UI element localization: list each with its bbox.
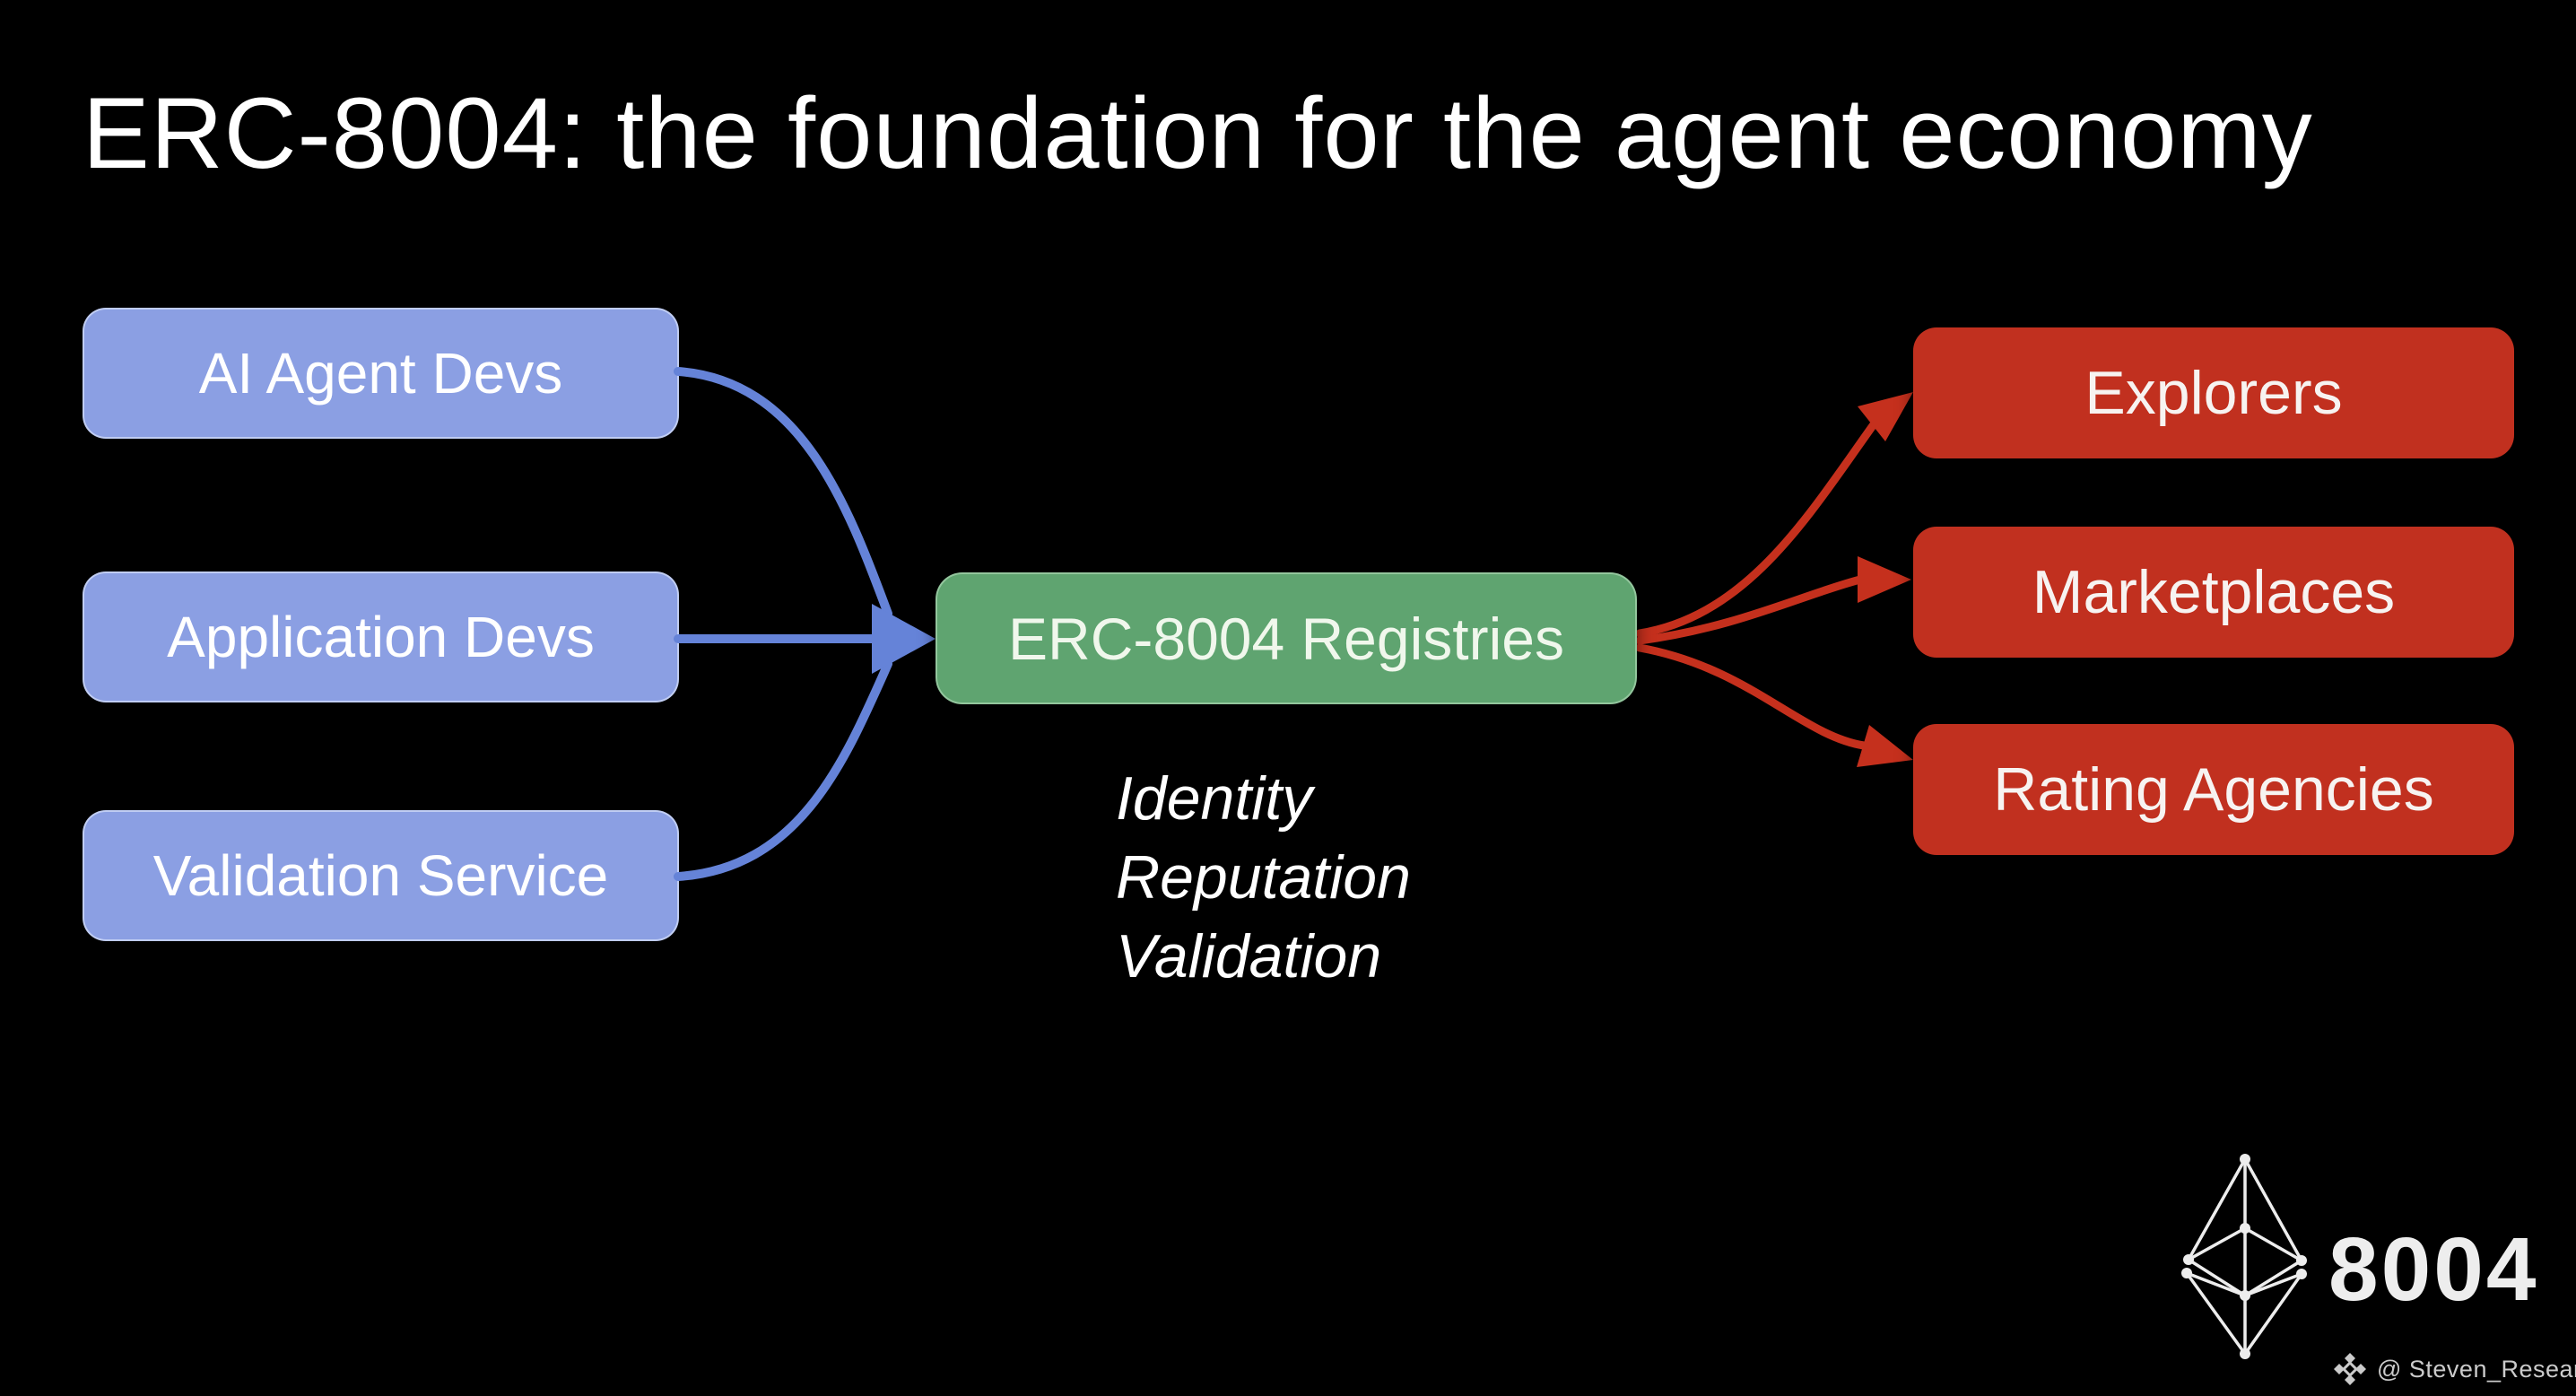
logo-text-8004: 8004	[2328, 1219, 2539, 1320]
blue-arrowhead	[872, 604, 936, 674]
consumer-box-marketplaces: Marketplaces	[1913, 527, 2514, 658]
center-box-erc-8004-registries: ERC-8004 Registries	[936, 572, 1637, 704]
binance-diamond-icon	[2334, 1353, 2366, 1385]
consumer-box-label: Explorers	[2084, 359, 2343, 427]
arrow-registries-to-rating-agencies	[1635, 643, 1868, 750]
red-arrowhead-explorers	[1858, 392, 1913, 441]
consumer-box-rating-agencies: Rating Agencies	[1913, 724, 2514, 855]
registry-function-reputation: Reputation	[1116, 843, 1411, 912]
arrow-validation-service-to-registries	[674, 659, 892, 881]
registry-function-validation: Validation	[1116, 922, 1382, 990]
center-box-label: ERC-8004 Registries	[1008, 605, 1564, 672]
arrow-registries-to-marketplaces	[1635, 575, 1865, 645]
registry-function-identity: Identity	[1116, 764, 1313, 833]
arrow-registries-to-explorers	[1635, 420, 1878, 638]
consumer-box-label: Rating Agencies	[1993, 755, 2434, 824]
consumer-box-explorers: Explorers	[1913, 327, 2514, 458]
consumer-arrows	[1635, 392, 1913, 767]
source-box-validation-service: Validation Service	[83, 810, 679, 941]
ethereum-wireframe-icon	[2181, 1154, 2307, 1359]
registry-functions-list: Identity Reputation Validation	[1116, 759, 1411, 996]
consumer-box-label: Marketplaces	[2032, 558, 2396, 626]
red-arrowhead-marketplaces	[1858, 556, 1911, 603]
red-arrowhead-rating-agencies	[1857, 725, 1913, 767]
source-box-ai-agent-devs: AI Agent Devs	[83, 308, 679, 439]
watermark: @ Steven_Research	[2332, 1351, 2576, 1387]
source-box-label: Validation Service	[152, 843, 609, 908]
source-box-label: Application Devs	[167, 605, 595, 669]
slide-title: ERC-8004: the foundation for the agent e…	[83, 77, 2313, 189]
source-box-label: AI Agent Devs	[198, 341, 563, 406]
watermark-handle: @ Steven_Research	[2377, 1355, 2576, 1383]
source-box-application-devs: Application Devs	[83, 571, 679, 702]
arrow-ai-agent-devs-to-registries	[674, 367, 892, 618]
source-arrows	[674, 367, 936, 881]
